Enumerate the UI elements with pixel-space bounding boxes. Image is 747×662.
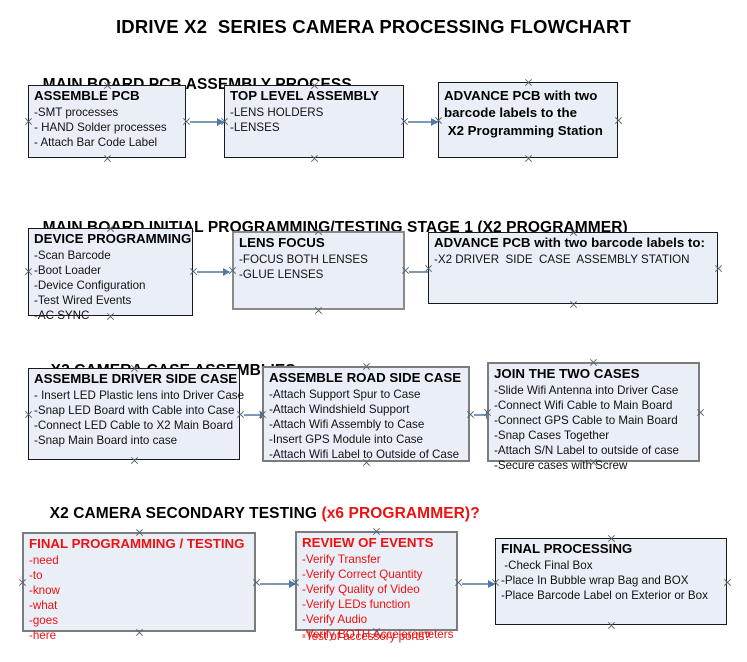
flow-box-title: ASSEMBLE PCB — [34, 88, 140, 103]
flow-box-title: ADVANCE PCB with two barcode labels to t… — [444, 88, 603, 138]
flow-box-line: -LENSES — [230, 120, 280, 134]
flow-box-line: -Scan Barcode — [34, 248, 111, 262]
flow-box-advance-pcb-to-driver-side-case-assembly-station[interactable]: ADVANCE PCB with two barcode labels to: … — [428, 232, 718, 304]
flow-box-assemble-driver-side-case[interactable]: ASSEMBLE DRIVER SIDE CASE - Insert LED P… — [28, 368, 245, 460]
flow-box-line: -Secure cases with Screw — [494, 459, 628, 473]
flow-box-line: -Verify Quality of Video — [302, 583, 420, 597]
flow-box-line: -Slide Wifi Antenna into Driver Case — [494, 383, 679, 397]
flow-box-line: -Insert GPS Module into Case — [269, 433, 424, 447]
flow-box-line: -Verify Audio — [302, 613, 368, 627]
flow-box-line: -Verify LEDs function — [302, 598, 411, 612]
flow-box-title: FINAL PROGRAMMING / TESTING — [29, 536, 245, 551]
flow-box-line: -here — [29, 629, 57, 643]
section-heading-accent: (x6 PROGRAMMER)? — [321, 505, 480, 522]
flow-box-advance-pcb-to-x2-programming-station[interactable]: ADVANCE PCB with two barcode labels to t… — [438, 82, 618, 158]
flow-box-device-programming[interactable]: DEVICE PROGRAMMING -Scan Barcode -Boot L… — [28, 228, 193, 322]
flow-box-line: -FOCUS BOTH LENSES — [239, 252, 368, 266]
flow-box-line: -Boot Loader — [34, 263, 102, 277]
flow-box-line: -Verify Transfer — [302, 552, 381, 566]
connector-arrow-top-level-assembly-to-advance-pcb — [408, 121, 437, 123]
flow-box-lens-focus[interactable]: LENS FOCUS -FOCUS BOTH LENSES -GLUE LENS… — [232, 231, 405, 310]
flow-box-line: -goes — [29, 614, 59, 628]
flow-box-join-the-two-cases[interactable]: JOIN THE TWO CASES -Slide Wifi Antenna i… — [487, 362, 700, 472]
flow-box-title: LENS FOCUS — [239, 235, 325, 250]
flow-box-title: DEVICE PROGRAMMING — [34, 231, 192, 246]
flow-box-line: -Device Configuration — [34, 279, 146, 293]
flow-box-assemble-pcb[interactable]: ASSEMBLE PCB -SMT processes - HAND Solde… — [28, 85, 186, 158]
flow-box-line: -to — [29, 568, 43, 582]
flow-box-review-of-events[interactable]: REVIEW OF EVENTS -Verify Transfer -Verif… — [295, 531, 458, 643]
flow-box-line: -Check Final Box — [501, 558, 593, 572]
flow-box-title: ASSEMBLE ROAD SIDE CASE — [269, 370, 462, 385]
connector-arrow-final-programming-to-review-of-events — [260, 583, 295, 585]
flow-box-line: - HAND Solder processes — [34, 120, 167, 134]
flow-box-line: -Connect GPS Cable to Main Board — [494, 414, 678, 428]
flow-box-overflow-line: -Test of accessory ports? — [302, 630, 431, 643]
flow-box-line: -need — [29, 553, 59, 567]
flow-box-line: -Snap LED Board with Cable into Case — [34, 403, 235, 417]
flow-box-line: -Attach Windshield Support — [269, 402, 410, 416]
flow-box-line: -Attach S/N Label to outside of case — [494, 444, 679, 458]
section-heading-x2-camera-secondary-testing: X2 CAMERA SECONDARY TESTING (x6 PROGRAMM… — [32, 487, 480, 541]
flow-box-title: ASSEMBLE DRIVER SIDE CASE — [34, 371, 238, 386]
flow-box-title: ADVANCE PCB with two barcode labels to: — [434, 235, 705, 250]
flow-box-line: -Attach Wifi Assembly to Case — [269, 418, 425, 432]
flow-box-final-programming-testing[interactable]: FINAL PROGRAMMING / TESTING -need -to -k… — [22, 532, 256, 642]
section-heading-text: X2 CAMERA SECONDARY TESTING — [49, 505, 322, 522]
flow-box-line: - Insert LED Plastic lens into Driver Ca… — [34, 388, 245, 402]
flow-box-title: JOIN THE TWO CASES — [494, 366, 640, 381]
flow-box-line: -Snap Main Board into case — [34, 434, 178, 448]
flow-box-line: -Connect Wifi Cable to Main Board — [494, 398, 673, 412]
connector-arrow-assemble-pcb-to-top-level-assembly — [190, 121, 223, 123]
flow-box-line: -AC SYNC — [34, 309, 90, 323]
flow-box-top-level-assembly[interactable]: TOP LEVEL ASSEMBLY -LENS HOLDERS -LENSES — [224, 85, 404, 158]
flow-box-line: -Verify Correct Quantity — [302, 567, 423, 581]
flow-box-line: - Attach Bar Code Label — [34, 136, 158, 150]
flow-box-title: REVIEW OF EVENTS — [302, 535, 434, 550]
flow-box-line: -Connect LED Cable to X2 Main Board — [34, 419, 234, 433]
flow-box-line: -SMT processes — [34, 105, 119, 119]
flow-box-line: -what — [29, 599, 58, 613]
flow-box-line: -LENS HOLDERS — [230, 105, 324, 119]
flow-box-line: -Place Barcode Label on Exterior or Box — [501, 589, 708, 603]
connector-arrow-device-programming-to-lens-focus — [197, 271, 229, 273]
flow-box-final-processing[interactable]: FINAL PROCESSING -Check Final Box -Place… — [495, 538, 727, 625]
connector-arrow-driver-side-to-road-side — [244, 414, 266, 416]
flow-box-line: -know — [29, 584, 60, 598]
flow-box-line: -X2 DRIVER SIDE CASE ASSEMBLY STATION — [434, 252, 690, 266]
connector-arrow-road-side-to-join-two-cases — [474, 414, 492, 416]
connector-arrow-review-of-events-to-final-processing — [462, 583, 494, 585]
flow-box-assemble-road-side-case[interactable]: ASSEMBLE ROAD SIDE CASE -Attach Support … — [262, 366, 470, 462]
flow-box-line: -Attach Wifi Label to Outside of Case — [269, 448, 460, 462]
page-title: IDRIVE X2 SERIES CAMERA PROCESSING FLOWC… — [115, 16, 632, 37]
connector-arrow-lens-focus-to-advance-pcb — [409, 271, 437, 273]
flow-box-line: -Attach Support Spur to Case — [269, 387, 421, 401]
flow-box-line: -Snap Cases Together — [494, 429, 610, 443]
flow-box-line: -Place In Bubble wrap Bag and BOX — [501, 573, 689, 587]
flow-box-title: FINAL PROCESSING — [501, 541, 633, 556]
flow-box-title: TOP LEVEL ASSEMBLY — [230, 88, 380, 103]
flow-box-line: -Test Wired Events — [34, 294, 132, 308]
flow-box-line: -GLUE LENSES — [239, 267, 324, 281]
flow-box-line: -Verify BOTH Accelerometers — [302, 628, 454, 642]
